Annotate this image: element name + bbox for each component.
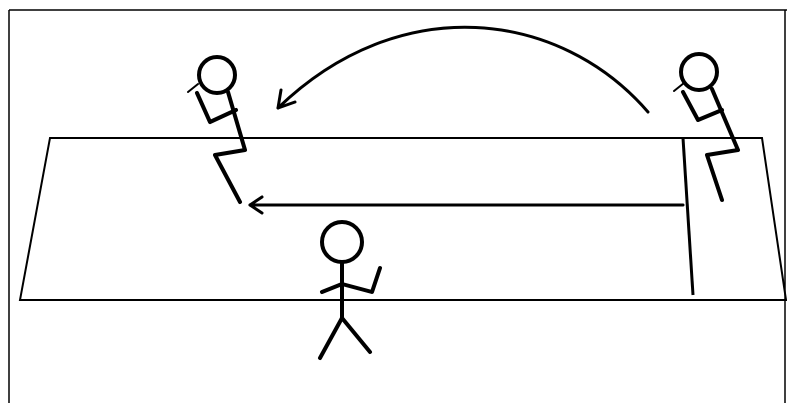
middle-arm-right xyxy=(340,266,382,294)
thrower-arm xyxy=(681,90,724,122)
middle-arm-left xyxy=(320,282,344,294)
arc-arrow xyxy=(276,25,650,114)
receiver-body xyxy=(213,90,247,204)
receiver-hand xyxy=(187,83,199,93)
receiver-arm xyxy=(195,91,238,124)
straight-arrow-head xyxy=(248,195,264,215)
frame xyxy=(8,9,787,403)
thrower-body xyxy=(705,87,740,202)
middle-leg-right xyxy=(340,316,372,354)
middle-figure xyxy=(318,220,382,360)
thrower-hand xyxy=(673,82,685,92)
arc-arrow-shaft xyxy=(276,25,650,114)
middle-head xyxy=(320,220,364,264)
court-trapezoid xyxy=(18,137,787,301)
middle-leg-left xyxy=(318,316,344,360)
thrower-head xyxy=(679,52,719,92)
receiver-head xyxy=(197,55,237,95)
straight-arrow xyxy=(248,195,685,215)
arc-arrow-head xyxy=(276,88,297,110)
thrower-figure xyxy=(673,52,740,202)
receiver-figure xyxy=(187,55,247,204)
right-post xyxy=(681,137,695,296)
